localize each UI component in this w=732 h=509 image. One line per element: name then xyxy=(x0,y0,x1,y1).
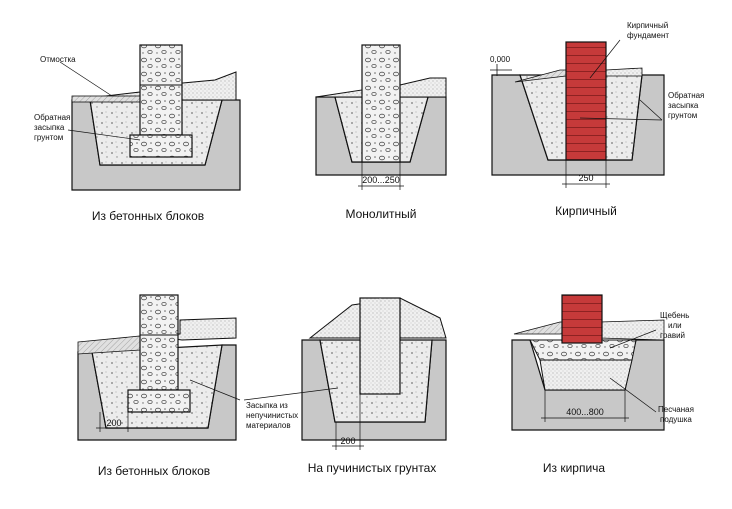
diagram-bot-mid-heaving xyxy=(243,297,447,450)
diagram-bot-left-blocks xyxy=(77,294,241,441)
dim-mono-width: 200...250 xyxy=(362,175,400,185)
label-sand-1: Песчаная xyxy=(658,405,694,414)
diagram-top-left-blocks xyxy=(59,44,241,191)
diagram-top-mid-monolithic xyxy=(315,44,447,190)
label-backfill-2: засыпка xyxy=(34,123,65,132)
label-backfill-r1: Обратная xyxy=(668,91,704,100)
caption-bot-left: Из бетонных блоков xyxy=(98,464,210,478)
diagram-bot-right-brick xyxy=(511,294,665,431)
caption-bot-mid: На пучинистых грунтах xyxy=(308,461,437,475)
label-backfill-1: Обратная xyxy=(34,113,70,122)
label-gravel-3: гравий xyxy=(660,331,685,340)
label-backfill-3: грунтом xyxy=(34,133,63,142)
label-brick-fund-1: Кирпичный xyxy=(627,21,668,30)
caption-top-mid: Монолитный xyxy=(346,207,417,221)
label-backfill-r2: засыпка xyxy=(668,101,699,110)
dim-cushion-width: 400...800 xyxy=(566,407,604,417)
dim-brick-width: 250 xyxy=(578,173,593,183)
caption-top-right: Кирпичный xyxy=(555,204,617,218)
dim-heave-offset: 200 xyxy=(340,436,355,446)
diagram-top-right-brick xyxy=(490,39,665,188)
label-gravel-1: Щебень xyxy=(660,311,689,320)
label-fill-nonheave-2: непучинистых xyxy=(246,411,298,420)
caption-bot-right: Из кирпича xyxy=(543,461,606,475)
dim-blocks-offset: 200 xyxy=(106,418,121,428)
label-sand-2: подушка xyxy=(660,415,692,424)
label-fill-nonheave-1: Засыпка из xyxy=(246,401,288,410)
label-gravel-2: или xyxy=(668,321,682,330)
label-brick-fund-2: фундамент xyxy=(627,31,669,40)
label-fill-nonheave-3: материалов xyxy=(246,421,291,430)
label-backfill-r3: грунтом xyxy=(668,111,697,120)
label-otmostka: Отмостка xyxy=(40,55,76,64)
caption-top-left: Из бетонных блоков xyxy=(92,209,204,223)
label-zero: 0,000 xyxy=(490,55,511,64)
